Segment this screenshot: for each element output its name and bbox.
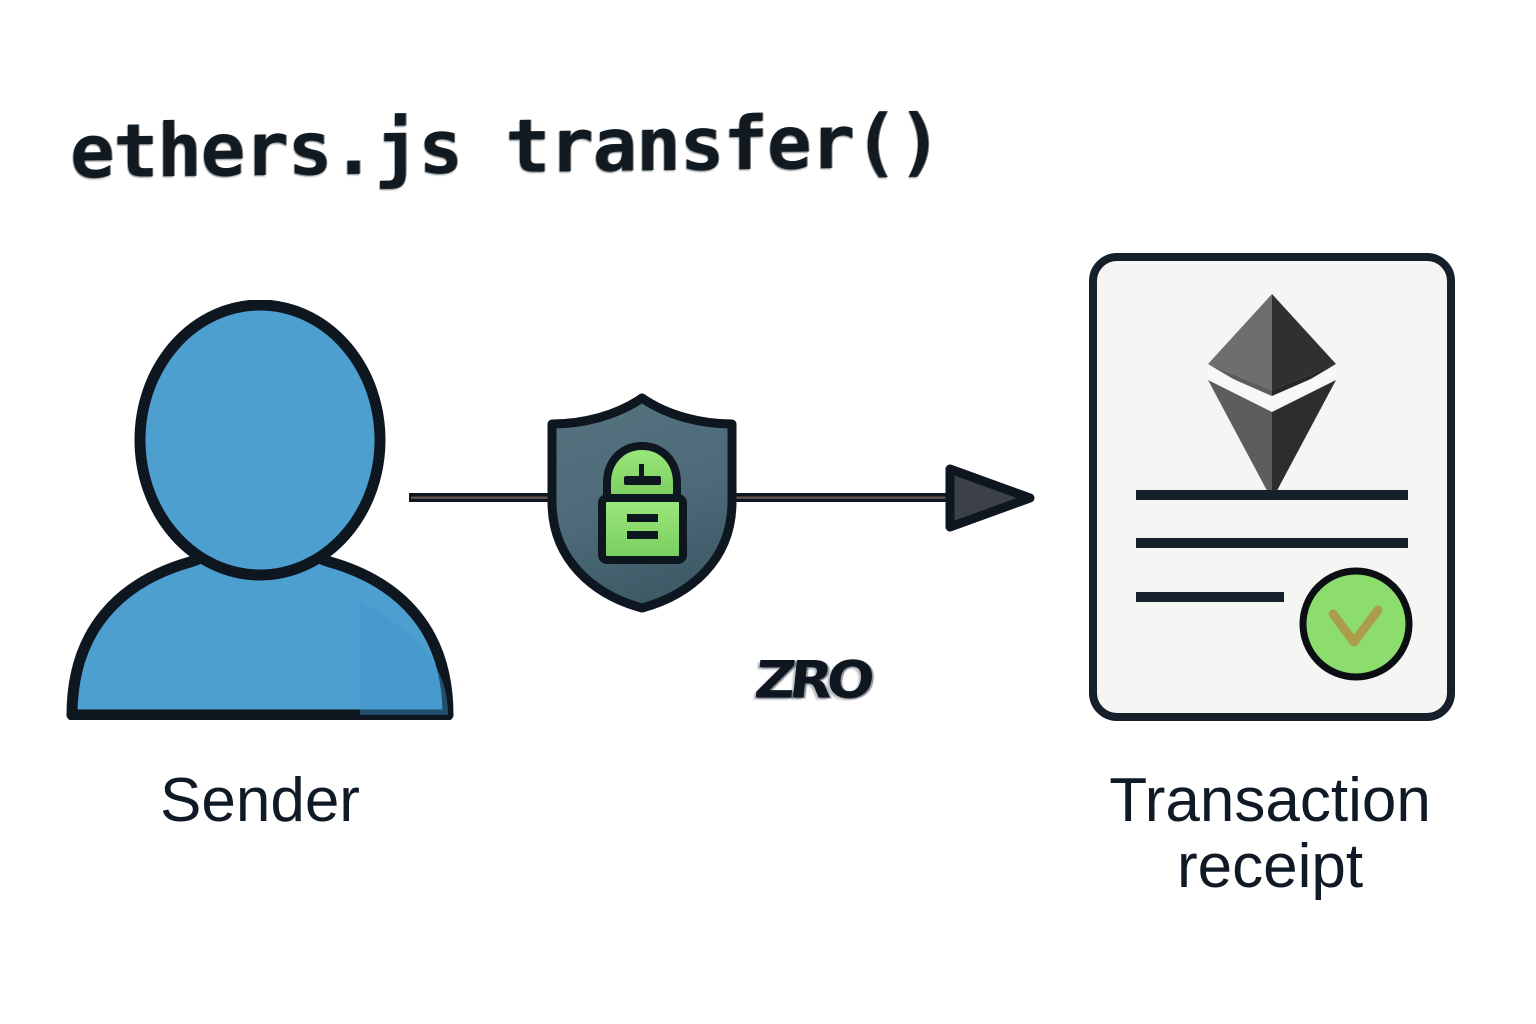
shield-lock-icon xyxy=(540,390,745,615)
page-title: ethers.js transfer() xyxy=(70,98,942,196)
transaction-receipt-icon xyxy=(1088,252,1456,722)
sender-caption: Sender xyxy=(160,766,360,835)
status-check-badge xyxy=(1299,567,1413,681)
ethereum-diamond-icon xyxy=(1208,294,1336,500)
shield-annotation-text: ZRO xyxy=(751,650,872,711)
receipt-caption-line-2: receipt xyxy=(1176,831,1364,901)
receipt-caption-line-1: Transaction xyxy=(1109,766,1431,835)
receipt-caption: Transaction receipt xyxy=(1040,768,1500,899)
sender-person-icon xyxy=(60,299,460,721)
